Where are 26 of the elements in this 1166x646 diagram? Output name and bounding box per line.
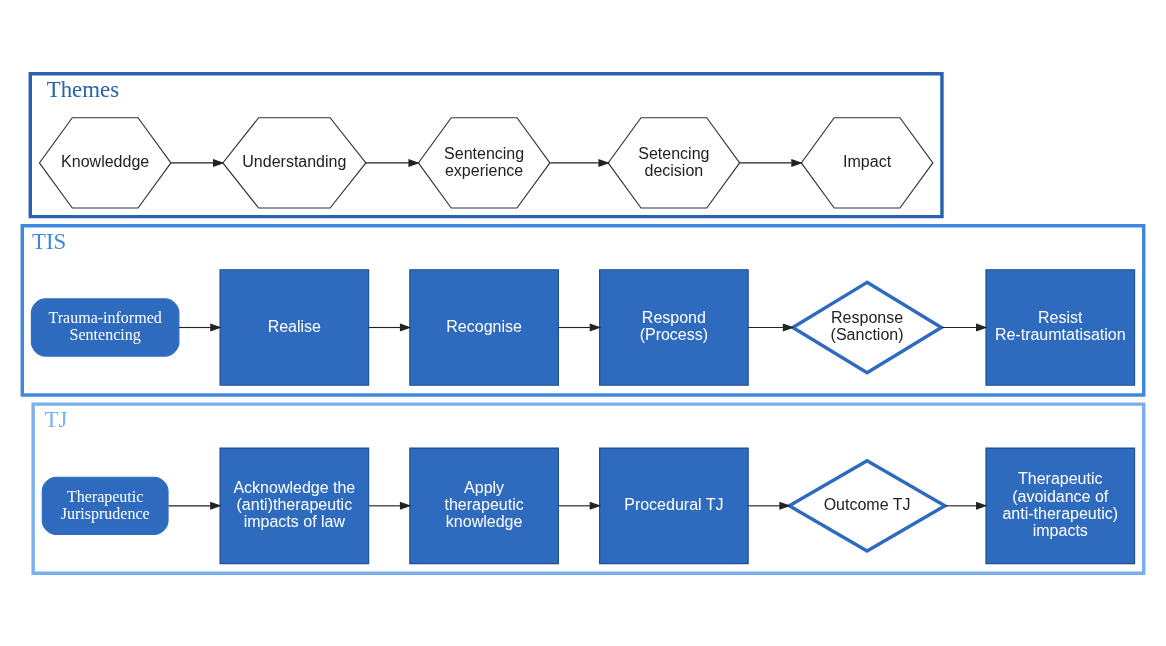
- node-box: Resist Re-traumtatisation: [985, 268, 1136, 386]
- node-box: Trauma-informed Sentencing: [30, 297, 180, 357]
- node-box: Procedural TJ: [599, 447, 749, 564]
- arrow: [944, 501, 988, 510]
- arrow: [739, 158, 803, 167]
- arrow: [549, 158, 610, 167]
- node-box: Therapeutic Jurisprudence: [41, 476, 169, 535]
- arrow: [747, 323, 795, 331]
- node-box: Therapeutic (avoidance of anti-therapeutic) impacts: [985, 447, 1136, 564]
- node-box: Realise: [219, 268, 370, 386]
- arrow: [940, 323, 988, 331]
- arrow: [747, 501, 791, 510]
- arrow: [167, 501, 222, 510]
- arrow: [368, 501, 412, 510]
- node-box: Respond (Process): [599, 268, 749, 386]
- node-box: Acknowledge the (anti)therapeutic impacts of law: [219, 447, 370, 564]
- node-box: Apply therapeutic knowledge: [409, 447, 559, 564]
- arrow: [368, 323, 412, 331]
- node-diamond: Response (Sanction): [789, 279, 945, 375]
- arrow: [558, 323, 602, 331]
- arrow: [558, 501, 602, 510]
- arrow: [170, 158, 225, 167]
- arrow: [178, 323, 222, 331]
- arrow: [365, 158, 420, 167]
- node-box: Recognise: [409, 268, 559, 386]
- node-diamond: Outcome TJ: [785, 458, 949, 553]
